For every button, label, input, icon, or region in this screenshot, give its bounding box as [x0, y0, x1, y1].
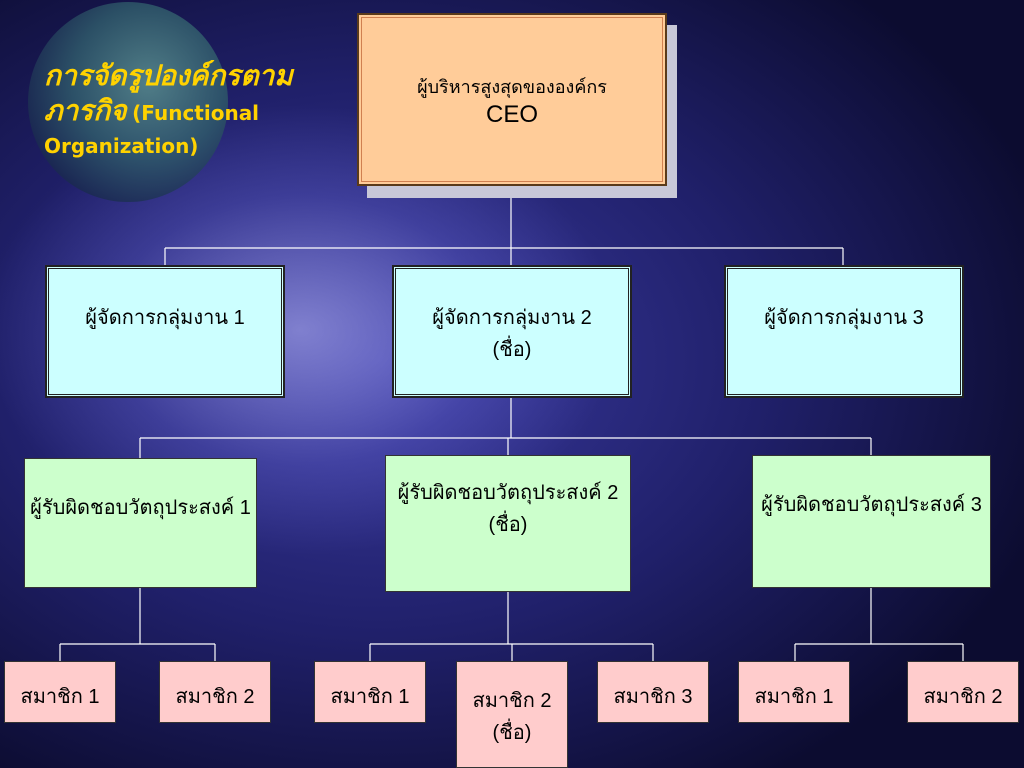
- manager-label: ผู้จัดการกลุ่มงาน 1: [85, 307, 245, 329]
- objective-box-3: ผู้รับผิดชอบวัตถุประสงค์ 3: [752, 455, 991, 588]
- objective-label: ผู้รับผิดชอบวัตถุประสงค์ 1: [30, 497, 251, 519]
- title-en-1: (Functional: [132, 101, 260, 125]
- member-label: สมาชิก 2: [923, 686, 1003, 708]
- objective-label: ผู้รับผิดชอบวัตถุประสงค์ 2: [397, 482, 619, 504]
- manager-box-1: ผู้จัดการกลุ่มงาน 1: [45, 265, 285, 398]
- objective-name: (ชื่อ): [488, 514, 528, 536]
- manager-box-3: ผู้จัดการกลุ่มงาน 3: [724, 265, 964, 398]
- member-box: สมาชิก 1: [738, 661, 850, 723]
- member-label: สมาชิก 3: [613, 686, 693, 708]
- member-label: สมาชิก 1: [20, 686, 100, 708]
- objective-box-2: ผู้รับผิดชอบวัตถุประสงค์ 2 (ชื่อ): [385, 455, 631, 592]
- ceo-label: CEO: [485, 101, 538, 128]
- manager-label: ผู้จัดการกลุ่มงาน 3: [764, 307, 924, 329]
- member-label: สมาชิก 2: [472, 690, 552, 712]
- member-label: สมาชิก 2: [175, 686, 255, 708]
- title-line-1: การจัดรูปองค์กรตาม: [44, 59, 293, 92]
- manager-name: (ชื่อ): [492, 339, 532, 361]
- ceo-title: ผู้บริหารสูงสุดขององค์กร: [417, 77, 607, 97]
- member-box: สมาชิก 2: [907, 661, 1019, 723]
- title-line-2: ภารกิจ: [44, 94, 127, 127]
- slide-title: การจัดรูปองค์กรตาม ภารกิจ (Functional Or…: [44, 58, 344, 159]
- title-en-2: Organization): [44, 134, 199, 158]
- objective-box-1: ผู้รับผิดชอบวัตถุประสงค์ 1: [24, 458, 257, 588]
- objective-label: ผู้รับผิดชอบวัตถุประสงค์ 3: [761, 494, 982, 516]
- member-box: สมาชิก 1: [314, 661, 426, 723]
- member-box: สมาชิก 3: [597, 661, 709, 723]
- globe-decoration: [28, 2, 228, 202]
- member-label: สมาชิก 1: [754, 686, 834, 708]
- member-name: (ชื่อ): [492, 722, 532, 744]
- member-box: สมาชิก 2: [159, 661, 271, 723]
- member-label: สมาชิก 1: [330, 686, 410, 708]
- manager-box-2: ผู้จัดการกลุ่มงาน 2 (ชื่อ): [392, 265, 632, 398]
- ceo-box: ผู้บริหารสูงสุดขององค์กร CEO: [357, 13, 667, 186]
- member-box: สมาชิก 2 (ชื่อ): [456, 661, 568, 768]
- member-box: สมาชิก 1: [4, 661, 116, 723]
- manager-label: ผู้จัดการกลุ่มงาน 2: [432, 307, 592, 329]
